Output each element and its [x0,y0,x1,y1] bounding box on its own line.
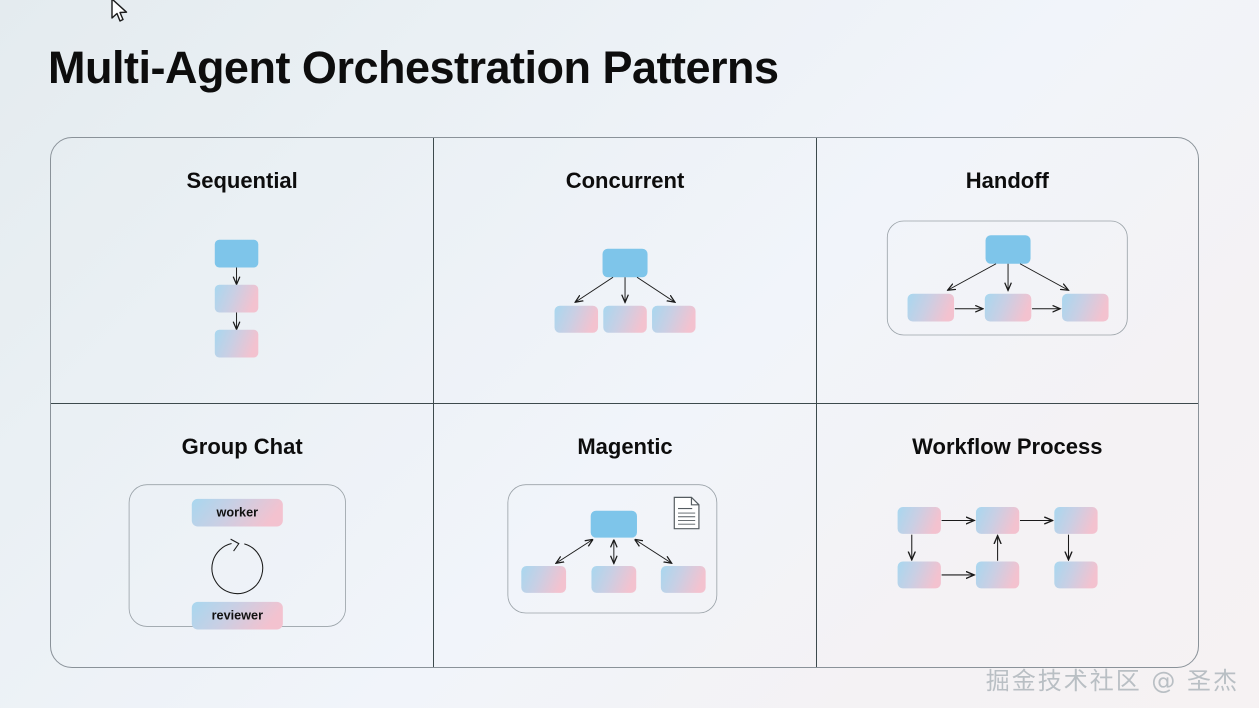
patterns-panel: Sequential [50,137,1199,668]
node-sequential-3[interactable] [214,329,259,358]
diagram-sequential [51,200,433,403]
pattern-cell-concurrent[interactable]: Concurrent [433,138,815,403]
pattern-cell-group-chat[interactable]: Group Chat worker reviewer [51,402,434,668]
node-magentic-hub[interactable] [591,510,638,538]
node-workflow-2[interactable] [975,506,1019,534]
pattern-cell-sequential[interactable]: Sequential [51,138,433,403]
pattern-title-handoff: Handoff [965,168,1049,193]
pattern-title-magentic: Magentic [577,433,673,459]
node-magentic-child-3[interactable] [661,565,706,593]
node-workflow-6[interactable] [1053,561,1098,588]
diagram-magentic [434,466,815,668]
diagram-handoff [817,200,1198,403]
pattern-cell-handoff[interactable]: Handoff [815,138,1198,403]
node-workflow-3[interactable] [1053,506,1098,534]
watermark: 掘金技术社区 @ 圣杰 [985,667,1239,695]
node-concurrent-child-1[interactable] [554,305,599,333]
node-magentic-child-2[interactable] [591,565,637,593]
node-handoff-child-3[interactable] [1061,293,1109,322]
node-concurrent-child-3[interactable] [652,305,696,333]
pattern-title-concurrent: Concurrent [565,168,685,193]
diagram-workflow-process [817,466,1198,668]
node-handoff-parent[interactable] [985,235,1031,264]
handoff-container [886,220,1128,336]
node-concurrent-child-2[interactable] [603,305,648,333]
node-workflow-1[interactable] [897,506,941,534]
pattern-title-workflow-process: Workflow Process [912,433,1103,459]
node-magentic-child-1[interactable] [521,565,567,593]
magentic-container [507,483,718,613]
node-handoff-child-2[interactable] [984,293,1031,322]
node-sequential-2[interactable] [214,284,259,313]
pattern-title-sequential: Sequential [186,168,298,193]
node-label-reviewer: reviewer [212,608,263,622]
node-group-chat-worker[interactable] [191,498,283,526]
loop-arrowhead-icon [230,538,240,551]
page-title: Multi-Agent Orchestration Patterns [48,42,779,93]
diagram-concurrent [434,200,815,403]
pattern-title-group-chat: Group Chat [181,433,303,459]
pattern-cell-magentic[interactable]: Magentic [433,402,816,668]
document-icon [674,496,700,529]
node-handoff-child-1[interactable] [907,293,954,322]
node-sequential-1[interactable] [214,239,259,268]
node-label-worker: worker [216,505,259,519]
mouse-pointer-icon [111,0,128,22]
pattern-cell-workflow-process[interactable]: Workflow Process [815,402,1198,668]
node-workflow-5[interactable] [975,561,1019,588]
node-concurrent-parent[interactable] [602,248,648,278]
node-workflow-4[interactable] [897,561,941,588]
diagram-group-chat: worker reviewer [51,466,433,668]
node-group-chat-reviewer[interactable] [191,601,283,629]
